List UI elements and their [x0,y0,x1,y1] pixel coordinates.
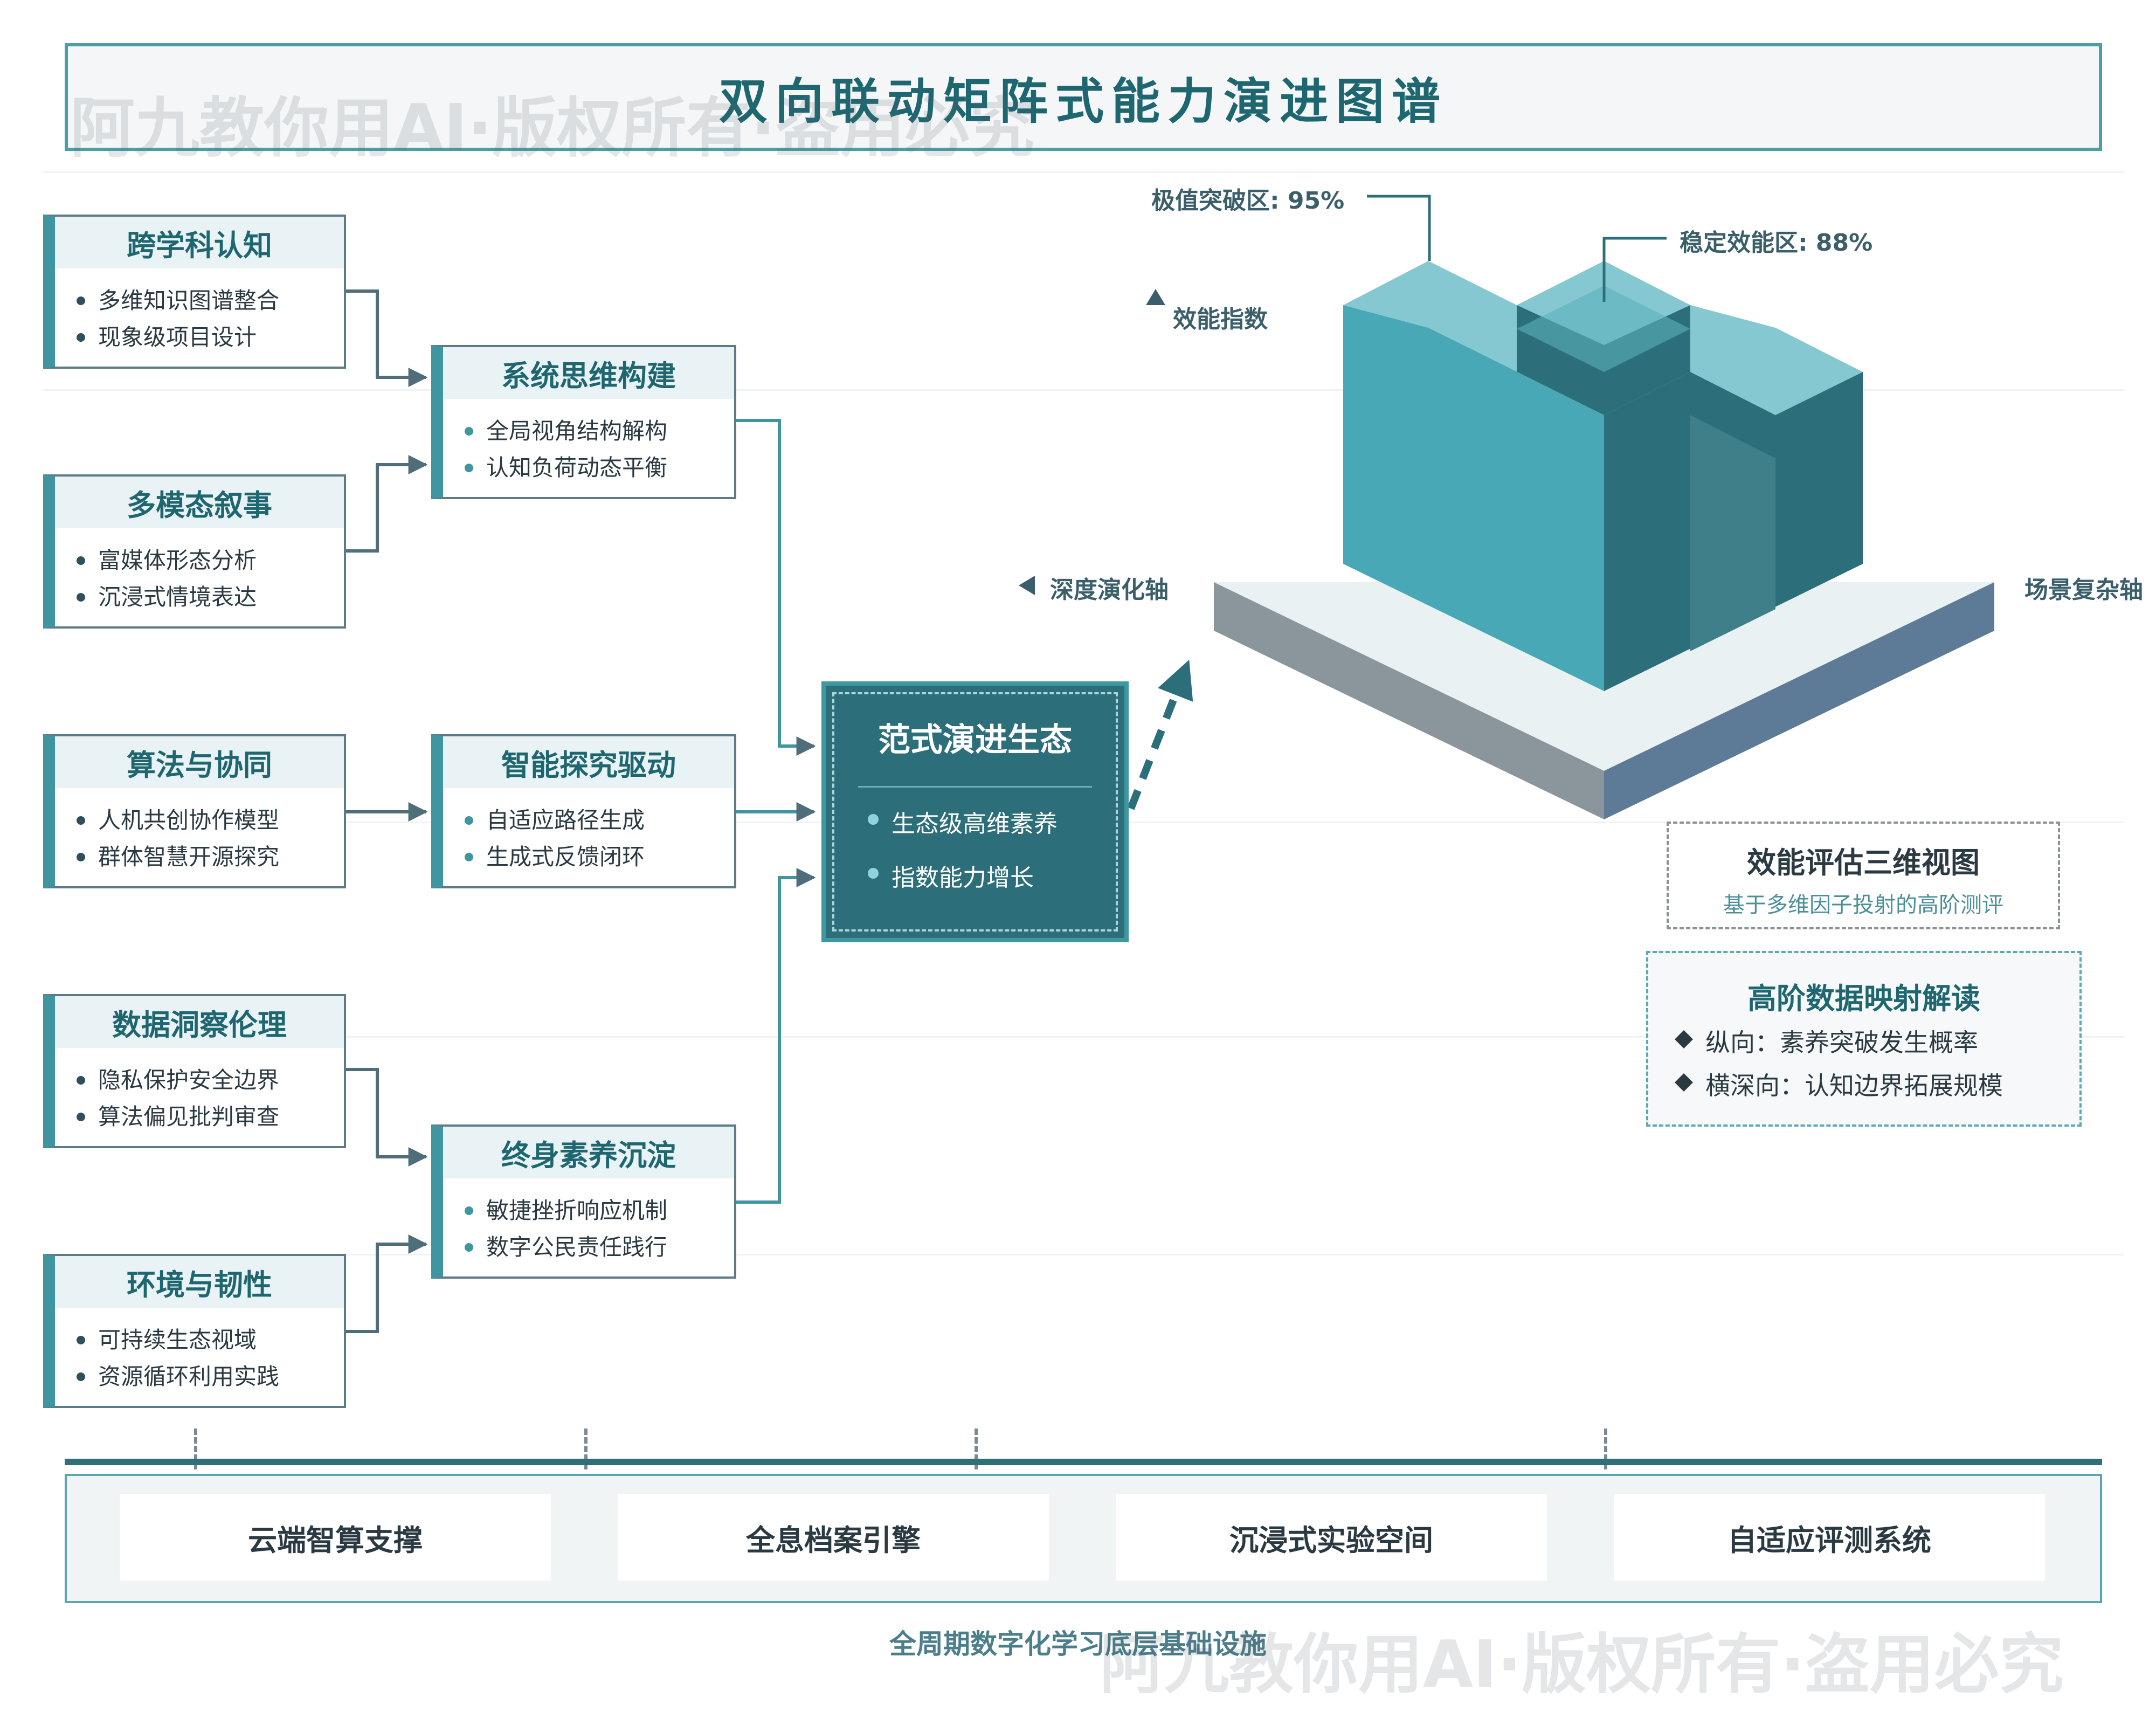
guide-line [43,1254,2124,1255]
foundation-tick [1604,1429,1607,1469]
module-item: 资源循环利用实践 [77,1358,344,1395]
connector-data-ethics [346,1068,428,1167]
foundation-top-bar [65,1459,2102,1465]
module-lifelong-literacy: 终身素养沉淀 敏捷挫折响应机制数字公民责任践行 [431,1124,736,1279]
hub-paradigm-ecology: 范式演进生态 生态级高维素养 指数能力增长 [821,681,1129,942]
block-right-inner-face [1690,415,1775,651]
module-algorithm-collaboration: 算法与协同 人机共创协作模型群体智慧开源探究 [43,734,346,888]
guide-line [43,1036,2124,1038]
connector-system-thinking [736,419,816,756]
foundation-cell-adaptive-assessment: 自适应评测系统 [1614,1494,2045,1581]
foundation-cell-immersive-lab: 沉浸式实验空间 [1116,1494,1547,1581]
foundation-tick [975,1429,978,1469]
axis-up-triangle-icon [1146,289,1165,305]
module-item: 自适应路径生成 [465,802,734,839]
module-item: 全局视角结构解构 [465,413,734,450]
foundation-tick [194,1429,197,1469]
view-title: 效能评估三维视图 [1747,846,1980,880]
connector-environment [346,1234,428,1333]
module-interdisciplinary: 跨学科认知 多维知识图谱整合现象级项目设计 [43,215,346,369]
module-title: 多模态叙事 [55,477,344,528]
platform-left-side [1214,582,1604,819]
module-item: 人机共创协作模型 [77,802,344,839]
peak-callout-line [1367,195,1431,261]
title-banner: 双向联动矩阵式能力演进图谱 [65,43,2102,151]
module-title: 数据洞察伦理 [55,996,344,1048]
stable-callout-line [1602,237,1667,302]
axis-left-triangle-icon [1019,576,1035,595]
mapping-title: 高阶数据映射解读 [1747,982,1980,1016]
evolution-arrow [1127,659,1193,810]
mapping-box: 高阶数据映射解读 纵向：素养突破发生概率 横深向：认知边界拓展规模 [1646,951,2082,1127]
module-item: 富媒体形态分析 [77,542,344,579]
guide-line [43,171,2124,173]
stable-label: 稳定效能区: 88% [1680,229,1873,257]
module-intelligent-inquiry: 智能探究驱动 自适应路径生成生成式反馈闭环 [431,734,736,888]
view-legend-box: 效能评估三维视图 基于多维因子投射的高阶测评 [1667,822,2060,929]
guide-line [43,389,2124,391]
module-title: 算法与协同 [55,736,344,788]
foundation-cell-archive-engine: 全息档案引擎 [618,1494,1049,1581]
foundation-cell-cloud-computing: 云端智算支撑 [120,1494,551,1581]
mapping-item: 横深向：认知边界拓展规模 [1675,1066,2003,1102]
module-item: 算法偏见批判审查 [77,1099,344,1135]
peak-label: 极值突破区: 95% [1151,187,1345,215]
hub-title: 范式演进生态 [878,721,1072,759]
block-inner-top [1517,286,1690,372]
connector-multimodal [346,455,428,553]
module-title: 智能探究驱动 [443,736,734,788]
connector-interdisciplinary [346,289,428,387]
module-item: 数字公民责任践行 [465,1229,734,1266]
module-title: 跨学科认知 [55,217,344,268]
module-title: 系统思维构建 [443,347,734,399]
hub-dashed-frame [832,692,1118,932]
module-item: 现象级项目设计 [77,319,344,356]
block-inner-step [1428,305,1690,415]
axis-depth-label: 深度演化轴 [1050,576,1169,604]
module-title: 终身素养沉淀 [443,1127,734,1178]
axis-scene-label: 场景复杂轴 [2024,576,2143,604]
module-item: 隐私保护安全边界 [77,1062,344,1099]
module-item: 认知负荷动态平衡 [465,450,734,486]
hub-item: 指数能力增长 [868,858,1034,893]
module-item: 多维知识图谱整合 [77,282,344,319]
page-title: 双向联动矩阵式能力演进图谱 [719,73,1448,130]
module-environment-resilience: 环境与韧性 可持续生态视域资源循环利用实践 [43,1254,346,1408]
hub-divider [858,786,1092,788]
mapping-item: 纵向：素养突破发生概率 [1675,1023,1978,1059]
module-data-ethics: 数据洞察伦理 隐私保护安全边界算法偏见批判审查 [43,994,346,1148]
module-title: 环境与韧性 [55,1256,344,1308]
module-item: 沉浸式情境表达 [77,579,344,616]
foundation-tick [584,1429,588,1469]
view-subtitle: 基于多维因子投射的高阶测评 [1723,893,2003,917]
block-front-face [1343,305,1604,691]
connector-lifelong-literacy [736,868,816,1204]
platform-right-side [1604,582,1994,819]
foundation-caption: 全周期数字化学习底层基础设施 [889,1629,1267,1660]
module-multimodal: 多模态叙事 富媒体形态分析沉浸式情境表达 [43,474,346,629]
module-item: 敏捷挫折响应机制 [465,1192,734,1229]
module-item: 可持续生态视域 [77,1322,344,1358]
hub-item: 生态级高维素养 [868,804,1058,839]
module-system-thinking: 系统思维构建 全局视角结构解构认知负荷动态平衡 [431,345,736,499]
axis-y-label: 效能指数 [1173,306,1268,333]
module-item: 生成式反馈闭环 [465,839,734,875]
module-item: 群体智慧开源探究 [77,839,344,875]
